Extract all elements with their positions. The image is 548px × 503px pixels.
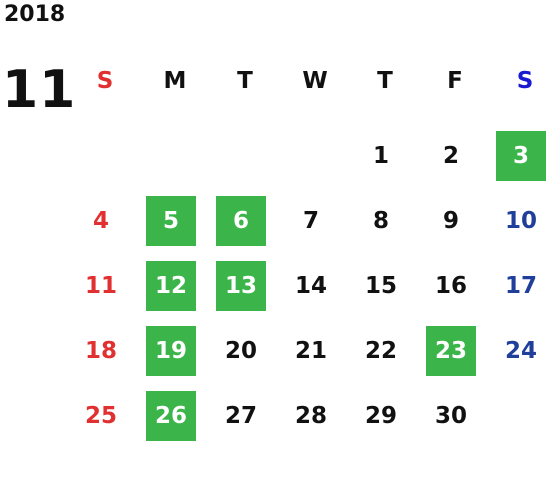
date-cell[interactable]: 1 xyxy=(350,124,420,189)
date-number: 21 xyxy=(294,338,327,364)
date-number: 22 xyxy=(364,338,397,364)
date-number: 17 xyxy=(504,273,537,299)
date-cell[interactable]: 22 xyxy=(350,319,420,384)
date-cell[interactable]: 12 xyxy=(140,254,210,319)
date-cell[interactable]: 11 xyxy=(70,254,140,319)
date-number: 14 xyxy=(294,273,327,299)
date-cell[interactable]: 3 xyxy=(490,124,548,189)
year-label: 2018 xyxy=(4,2,66,27)
date-number: 18 xyxy=(84,338,117,364)
date-cell[interactable]: 15 xyxy=(350,254,420,319)
empty-date-cell xyxy=(490,384,548,449)
date-number: 4 xyxy=(92,208,109,234)
highlighted-date-number: 19 xyxy=(146,326,196,376)
date-cell[interactable]: 4 xyxy=(70,189,140,254)
date-cell[interactable]: 2 xyxy=(420,124,490,189)
date-number: 20 xyxy=(224,338,257,364)
date-cell[interactable]: 25 xyxy=(70,384,140,449)
date-number: 9 xyxy=(442,208,459,234)
weekday-header-sat: S xyxy=(516,68,534,94)
date-cell[interactable]: 8 xyxy=(350,189,420,254)
week-row: 1 2 3 xyxy=(70,124,548,189)
date-number: 15 xyxy=(364,273,397,299)
empty-date-cell xyxy=(280,124,350,189)
highlighted-date-number: 3 xyxy=(496,131,546,181)
highlighted-date-number: 6 xyxy=(216,196,266,246)
date-cell[interactable]: 21 xyxy=(280,319,350,384)
weekday-header-sun: S xyxy=(96,68,114,94)
weekday-header-mon: M xyxy=(163,68,187,94)
date-cell[interactable]: 23 xyxy=(420,319,490,384)
weekday-header-row: S M T W T F S xyxy=(70,58,548,104)
date-cell[interactable]: 7 xyxy=(280,189,350,254)
date-cell[interactable]: 26 xyxy=(140,384,210,449)
date-number: 16 xyxy=(434,273,467,299)
date-cell[interactable]: 5 xyxy=(140,189,210,254)
weekday-header-tue: T xyxy=(237,68,253,94)
date-number: 2 xyxy=(442,143,459,169)
month-label: 11 xyxy=(2,60,77,120)
date-cell[interactable]: 19 xyxy=(140,319,210,384)
date-number: 10 xyxy=(504,208,537,234)
weekday-header-fri: F xyxy=(447,68,463,94)
empty-date-cell xyxy=(140,124,210,189)
date-number: 24 xyxy=(504,338,537,364)
date-cell[interactable]: 20 xyxy=(210,319,280,384)
highlighted-date-number: 5 xyxy=(146,196,196,246)
date-number: 28 xyxy=(294,403,327,429)
highlighted-date-number: 12 xyxy=(146,261,196,311)
highlighted-date-number: 26 xyxy=(146,391,196,441)
date-number: 7 xyxy=(302,208,319,234)
date-cell[interactable]: 28 xyxy=(280,384,350,449)
empty-date-cell xyxy=(210,124,280,189)
highlighted-date-number: 23 xyxy=(426,326,476,376)
date-cell[interactable]: 29 xyxy=(350,384,420,449)
date-cell[interactable]: 14 xyxy=(280,254,350,319)
week-row: 18 19 20 21 22 23 24 xyxy=(70,319,548,384)
date-cell[interactable]: 9 xyxy=(420,189,490,254)
date-cell[interactable]: 13 xyxy=(210,254,280,319)
date-number: 29 xyxy=(364,403,397,429)
date-cell[interactable]: 30 xyxy=(420,384,490,449)
date-number: 11 xyxy=(84,273,117,299)
date-cell[interactable]: 27 xyxy=(210,384,280,449)
weekday-header-thu: T xyxy=(377,68,393,94)
date-number: 1 xyxy=(372,143,389,169)
date-number: 27 xyxy=(224,403,257,429)
date-cell[interactable]: 10 xyxy=(490,189,548,254)
weekday-header-wed: W xyxy=(302,68,328,94)
date-cell[interactable]: 24 xyxy=(490,319,548,384)
date-number: 30 xyxy=(434,403,467,429)
date-cell[interactable]: 6 xyxy=(210,189,280,254)
highlighted-date-number: 13 xyxy=(216,261,266,311)
empty-date-cell xyxy=(70,124,140,189)
date-cell[interactable]: 16 xyxy=(420,254,490,319)
date-cell[interactable]: 18 xyxy=(70,319,140,384)
date-number: 25 xyxy=(84,403,117,429)
date-cell[interactable]: 17 xyxy=(490,254,548,319)
week-row: 25 26 27 28 29 30 xyxy=(70,384,548,449)
week-row: 11 12 13 14 15 16 17 xyxy=(70,254,548,319)
date-number: 8 xyxy=(372,208,389,234)
